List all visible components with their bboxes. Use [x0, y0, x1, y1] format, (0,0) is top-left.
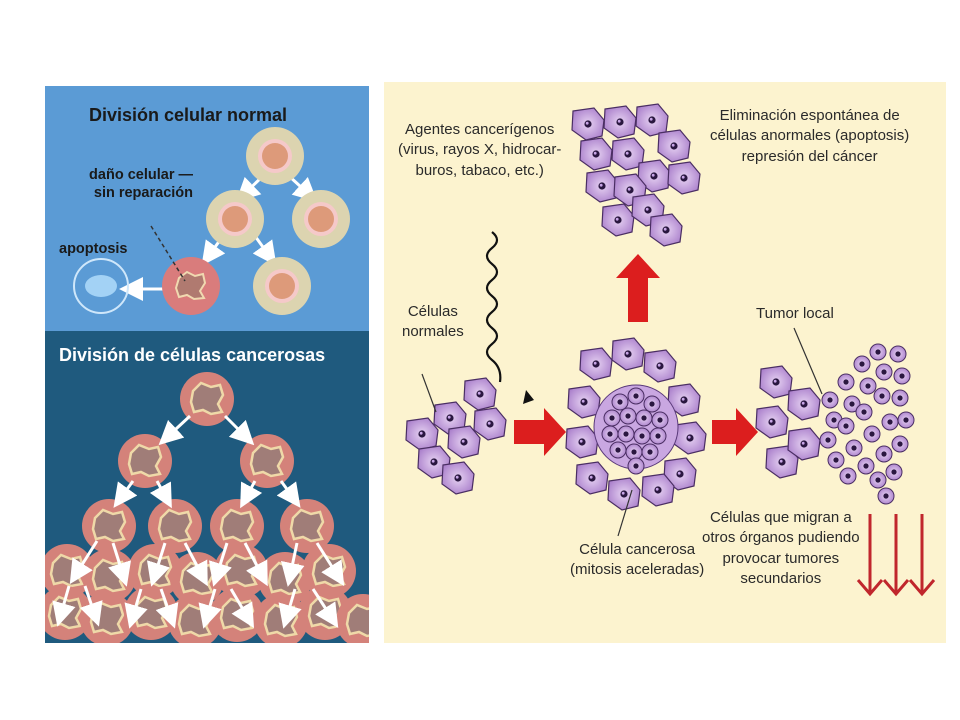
normal-division-panel: División celular normal daño celular — s… — [45, 86, 369, 331]
normal-cell-bottom-right — [253, 257, 311, 315]
arrow-to-cancer-cell — [514, 408, 566, 456]
carcinogen-wavy-arrow — [485, 231, 502, 383]
red-arrows — [514, 254, 758, 456]
apoptosis-cell-cluster — [571, 103, 701, 247]
apoptotic-cell — [73, 258, 129, 314]
normal-division-diagram — [73, 127, 350, 315]
normal-cells-cluster — [405, 377, 507, 495]
normal-division-title: División celular normal — [89, 105, 288, 125]
carcinogen-arrowhead — [523, 390, 534, 404]
cancer-process-diagram — [405, 103, 936, 597]
cancer-process-panel: Agentes cancerígenos (virus, rayos X, hi… — [384, 82, 946, 643]
cancer-division-arrows — [52, 414, 345, 629]
arrow-to-tumor — [712, 408, 758, 456]
apoptosis-label: apoptosis — [59, 241, 128, 257]
local-tumor-cluster — [755, 343, 915, 505]
cancer-cell-cluster — [565, 337, 707, 511]
normal-cell-parent — [246, 127, 304, 185]
migration-arrows — [856, 514, 936, 597]
cancer-division-title: División de células cancerosas — [59, 345, 326, 365]
migrating-cells-label: Células que migran a otros órganos pudie… — [702, 509, 860, 587]
normal-cell-daughter-right — [292, 190, 350, 248]
local-tumor-label: Tumor local — [756, 305, 834, 322]
pointer-lines — [421, 327, 823, 537]
damaged-cell — [162, 257, 220, 315]
damage-label: daño celular — sin reparación — [89, 167, 193, 202]
carcinogens-label: Agentes cancerígenos (virus, rayos X, hi… — [398, 121, 562, 179]
normal-cell-daughter-left — [206, 190, 264, 248]
cancer-division-panel: División de células cancerosas — [45, 331, 369, 643]
cancer-division-diagram — [45, 370, 369, 643]
apoptosis-description-label: Eliminación espontánea de células anorma… — [710, 107, 910, 165]
damage-pointer — [150, 225, 186, 282]
arrow-to-apoptosis — [616, 254, 660, 322]
cancer-cell-label: Célula cancerosa (mitosis aceleradas) — [570, 541, 705, 579]
normal-cells-label: Células normales — [402, 303, 464, 341]
